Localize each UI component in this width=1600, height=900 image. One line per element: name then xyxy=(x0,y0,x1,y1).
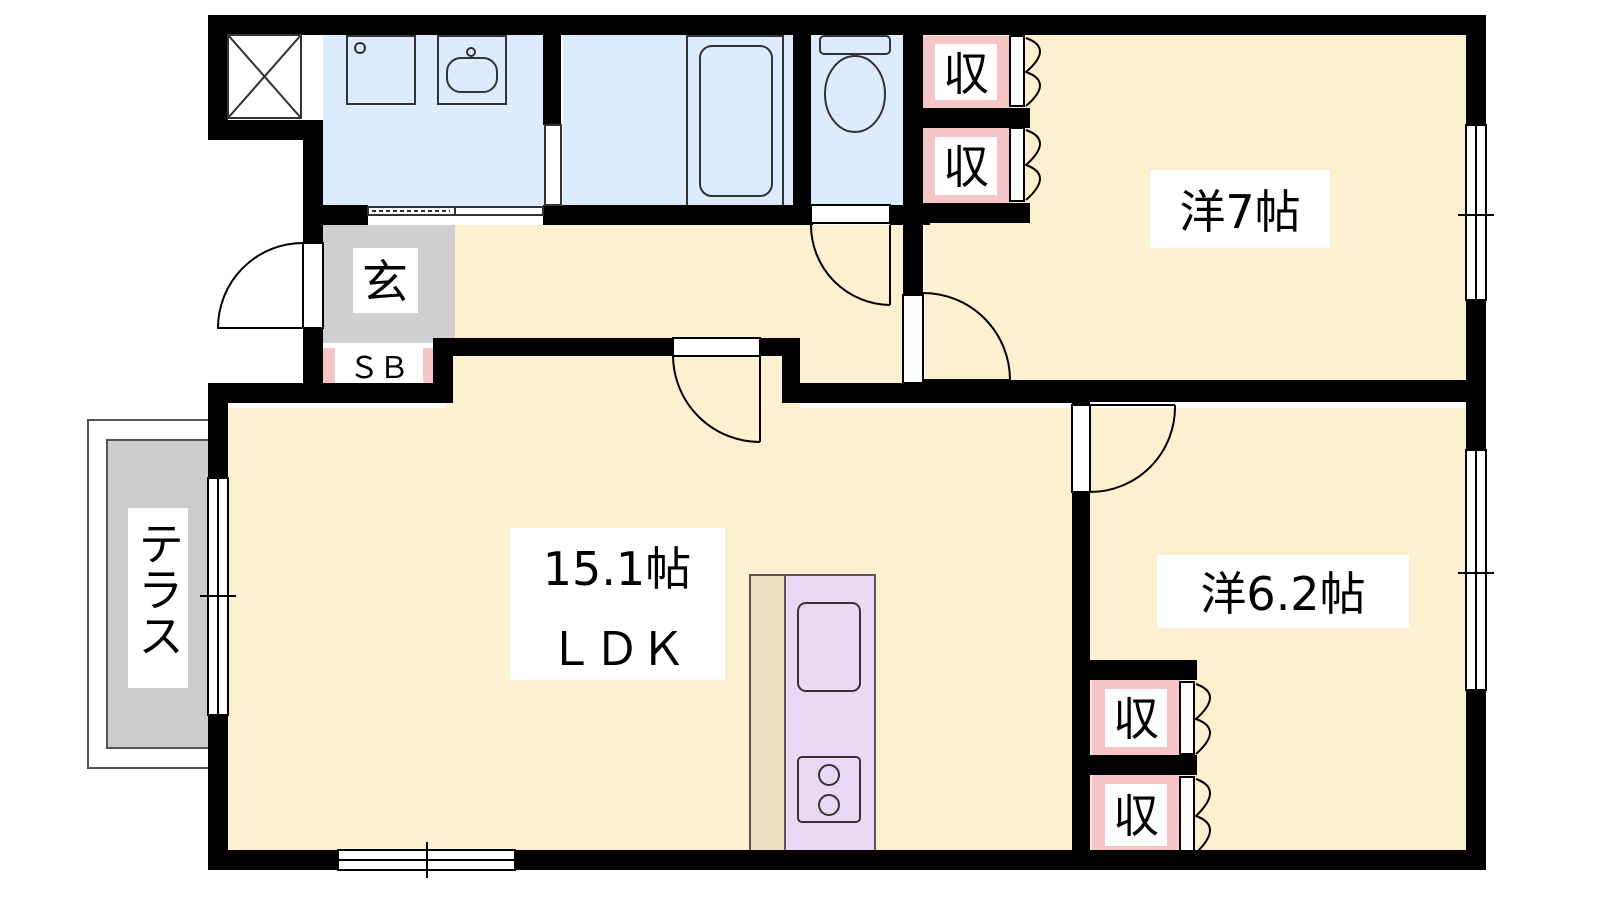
storage-label-1: 収 xyxy=(943,47,989,101)
shaft-icon xyxy=(227,34,302,119)
toilet-icon xyxy=(819,35,891,133)
stove-icon xyxy=(797,756,861,823)
room-western-1-label: 洋7帖 xyxy=(1179,185,1300,239)
entrance-label: 玄 xyxy=(362,255,408,309)
western-2-label-bg xyxy=(1157,555,1409,628)
shoe-box-left-mark xyxy=(323,348,335,383)
terrace-label-bg xyxy=(128,508,188,688)
sink-icon xyxy=(797,602,861,692)
window-icon xyxy=(200,124,1494,878)
ldk-label-bg xyxy=(510,528,725,680)
shoe-box-label: ＳＢ xyxy=(349,351,409,386)
terrace-label: テラス xyxy=(131,520,185,658)
storage-closets xyxy=(922,35,1211,855)
storage-label-4: 収 xyxy=(1113,789,1159,843)
storage-4-inner xyxy=(1105,784,1167,846)
label-backgrounds xyxy=(353,170,1409,680)
room-western-2-label: 洋6.2帖 xyxy=(1200,567,1365,621)
terrace xyxy=(87,419,211,769)
storage-1-inner xyxy=(935,44,997,100)
kitchen-counter xyxy=(749,574,786,859)
labels: 洋7帖 洋6.2帖 15.1帖 ＬＤＫ 玄 ＳＢ テラス 収 収 収 収 xyxy=(131,47,1366,843)
closet-door-icon xyxy=(1009,35,1211,854)
shoe-box-right-mark xyxy=(423,348,435,383)
bathtub-icon xyxy=(686,35,784,209)
walls xyxy=(208,15,1486,870)
washing-machine-icon xyxy=(346,35,416,105)
storage-2-inner xyxy=(935,137,997,195)
entrance-label-bg xyxy=(353,248,418,313)
washbasin-icon xyxy=(437,35,507,105)
room-ldk-name-label: ＬＤＫ xyxy=(548,622,686,676)
door-swing-icon xyxy=(216,204,1177,493)
storage-label-3: 収 xyxy=(1113,692,1159,746)
hallway-floor xyxy=(455,225,910,387)
room-ldk-size-label: 15.1帖 xyxy=(543,542,691,596)
shoe-box xyxy=(323,348,435,383)
kitchen xyxy=(749,574,876,859)
storage-label-2: 収 xyxy=(943,140,989,194)
western-1-label-bg xyxy=(1150,170,1330,248)
fixtures xyxy=(346,35,891,209)
sliding-door-icon xyxy=(367,124,562,216)
storage-3-inner xyxy=(1105,689,1167,747)
